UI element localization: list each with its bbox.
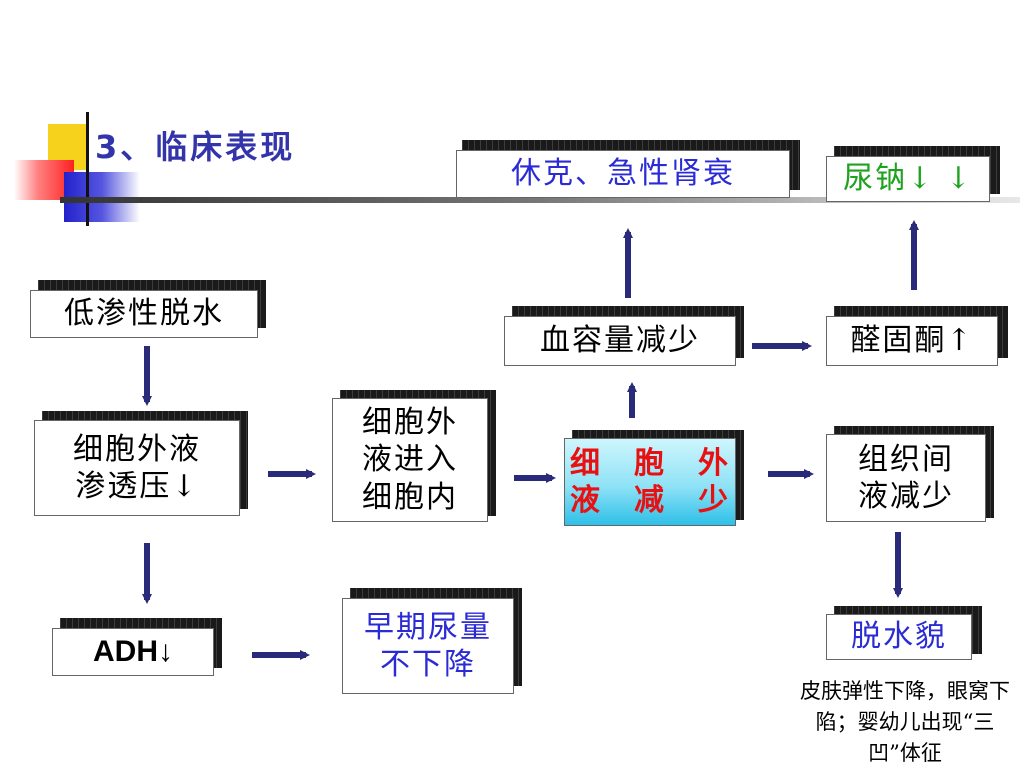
node-ecf-dec-line2: 液 减 少 [570, 483, 730, 518]
node-shock-arf: 休克、急性肾衰 [456, 150, 790, 198]
node-shift-line2: 液进入 [362, 442, 458, 478]
node-adh: ADH↓ [52, 628, 214, 676]
node-ecf-dec-line1: 细 胞 外 [570, 445, 730, 481]
node-urine-sodium: 尿钠↓ ↓ [826, 156, 990, 202]
node-interstitial-line1: 组织间 [858, 441, 954, 477]
node-aldosterone: 醛固酮↑ [826, 316, 998, 366]
node-aldo-label: 醛固酮↑ [850, 323, 974, 359]
node-shock-label: 休克、急性肾衰 [511, 156, 735, 192]
node-ecf-osm-line2: 渗透压↓ [75, 469, 199, 504]
title-underline [60, 197, 1020, 203]
node-urine-line1: 早期尿量 [364, 609, 492, 645]
title-vertical-line [86, 112, 89, 226]
node-shift-line1: 细胞外 [362, 404, 458, 440]
node-urine-line2: 不下降 [380, 647, 476, 682]
node-shift-line3: 细胞内 [362, 479, 458, 515]
node-hypotonic-label: 低渗性脱水 [64, 296, 224, 332]
node-urine-na-label: 尿钠↓ ↓ [843, 161, 973, 197]
node-blood-volume: 血容量减少 [504, 316, 736, 366]
node-hypotonic-dehydration: 低渗性脱水 [30, 290, 258, 338]
node-early-urine: 早期尿量 不下降 [342, 598, 514, 694]
node-blood-vol-label: 血容量减少 [540, 323, 700, 359]
node-interstitial-line2: 液减少 [858, 479, 954, 514]
node-ecf-osm-line1: 细胞外液 [73, 431, 201, 467]
node-dehydration-label: 脱水貌 [851, 619, 947, 655]
node-dehydration-appearance: 脱水貌 [826, 614, 972, 660]
node-interstitial: 组织间 液减少 [826, 434, 986, 522]
symptom-note: 皮肤弹性下降，眼窝下陷；婴幼儿出现“三凹”体征 [800, 679, 1010, 765]
node-fluid-shift: 细胞外 液进入 细胞内 [332, 398, 488, 522]
node-ecf-decrease: 细 胞 外 液 减 少 [564, 438, 736, 526]
page-title: 3、临床表现 [95, 128, 296, 166]
node-ecf-osmolality: 细胞外液 渗透压↓ [34, 420, 240, 516]
node-adh-label: ADH↓ [93, 635, 173, 669]
